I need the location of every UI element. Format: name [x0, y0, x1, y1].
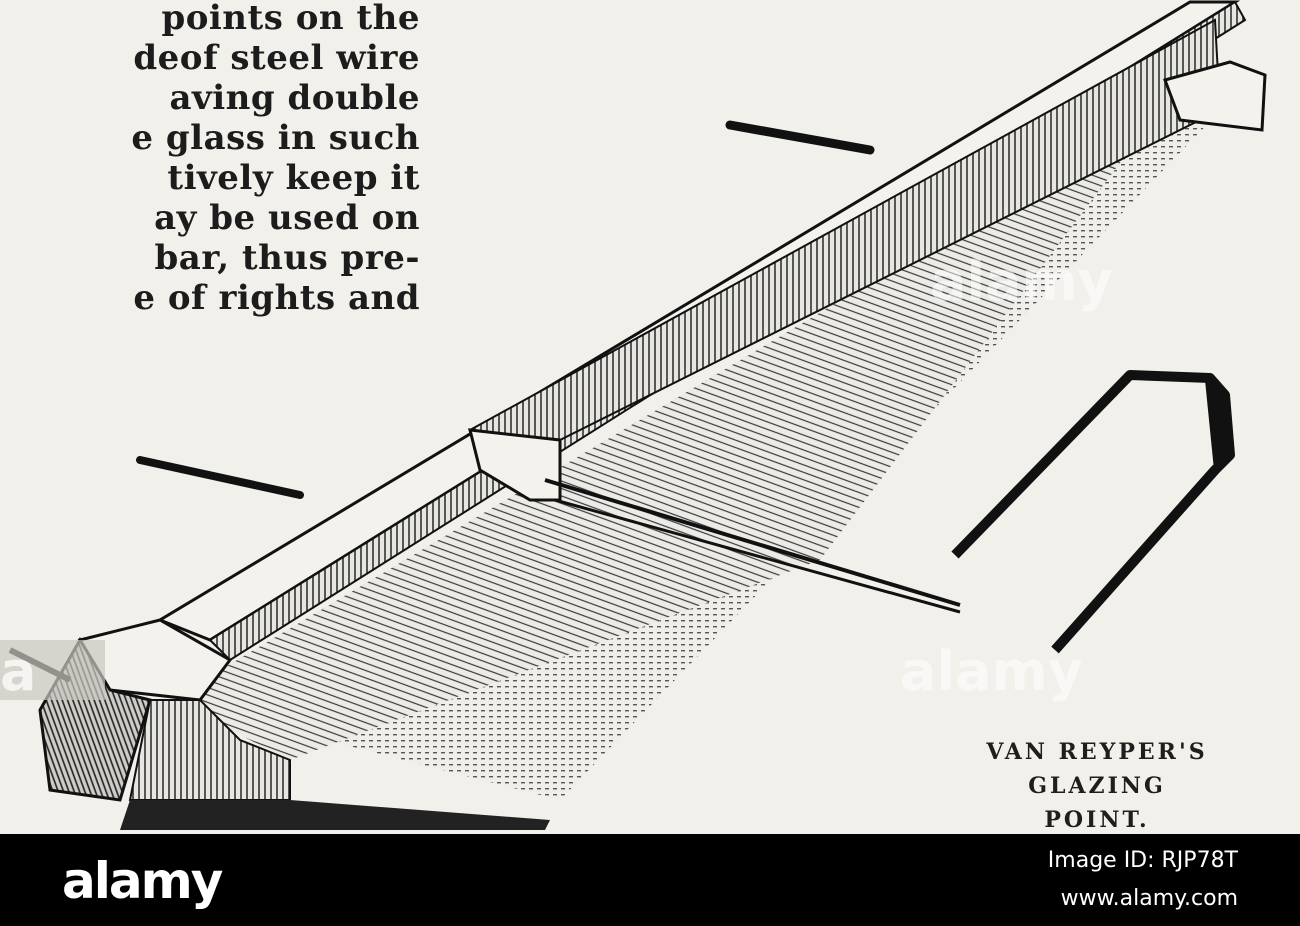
site-url: www.alamy.com: [1060, 886, 1238, 911]
illustration-caption: VAN REYPER'S GLAZING POINT.: [972, 735, 1222, 834]
glazing-point-detail-icon: [951, 370, 1235, 654]
glass-pane: [170, 90, 1240, 800]
caption-line-1: VAN REYPER'S: [986, 739, 1208, 765]
article-line: e of rights and: [133, 278, 420, 318]
watermark: alamy: [900, 640, 1083, 703]
caption-line-2: GLAZING POINT.: [1028, 773, 1166, 833]
article-line: e glass in such: [131, 118, 420, 158]
glazing-point-engraving: a alamy alamy: [0, 0, 1267, 830]
scanned-page: points on the deof steel wire aving doub…: [0, 0, 1267, 834]
article-line: aving double: [169, 78, 420, 118]
article-line: deof steel wire: [133, 38, 420, 78]
sash-bar: [38, 0, 1247, 830]
alamy-watermarks: a alamy alamy: [0, 250, 1113, 703]
alamy-logo: alamy: [62, 852, 223, 910]
stock-footer-bar: alamy Image ID: RJP78T www.alamy.com: [0, 834, 1300, 926]
image-id-label: Image ID: RJP78T: [1047, 848, 1238, 873]
watermark: a: [0, 640, 35, 703]
article-line: points on the: [161, 0, 420, 38]
article-line: tively keep it: [167, 158, 420, 198]
watermark: alamy: [930, 250, 1113, 313]
article-line: ay be used on: [154, 198, 420, 238]
article-line: bar, thus pre-: [154, 238, 420, 278]
